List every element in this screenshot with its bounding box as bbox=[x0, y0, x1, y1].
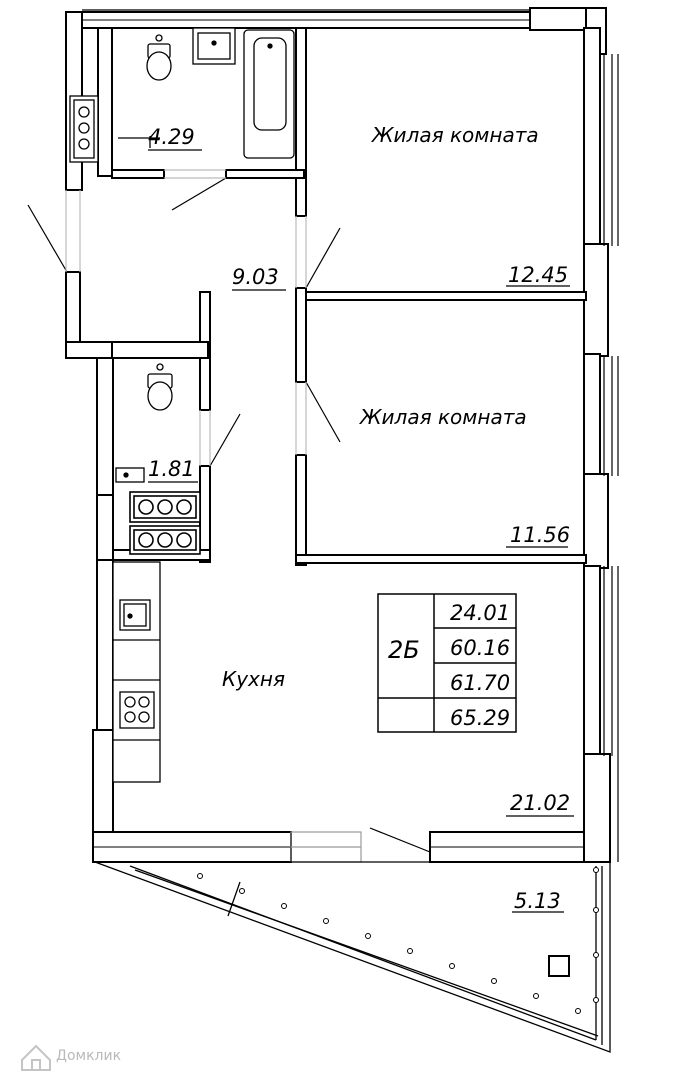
bathroom-toilet-icon bbox=[146, 34, 172, 81]
kitchen-sink-icon bbox=[119, 599, 151, 631]
living-room-2-name: Жилая комната bbox=[358, 405, 527, 429]
toilet-area: 1.81 bbox=[148, 457, 195, 481]
bathroom-area: 4.29 bbox=[148, 125, 195, 149]
balcony-area: 5.13 bbox=[514, 889, 561, 913]
toilet-sink-icon bbox=[115, 467, 145, 483]
summary-table bbox=[377, 593, 517, 733]
summary-value-4: 65.29 bbox=[450, 706, 510, 730]
area-underlines bbox=[148, 149, 574, 913]
living-room-1-area: 12.45 bbox=[508, 263, 568, 287]
washing-machine-icon bbox=[69, 95, 160, 163]
balcony bbox=[94, 861, 611, 1053]
apartment-type: 2Б bbox=[388, 636, 420, 664]
ventilation-shafts bbox=[129, 491, 201, 555]
living-room-2-area: 11.56 bbox=[510, 523, 570, 547]
domclick-logo-icon bbox=[21, 1044, 51, 1071]
right-windows bbox=[82, 9, 619, 862]
bathtub-icon bbox=[243, 29, 295, 159]
living-room-1-name: Жилая комната bbox=[370, 123, 539, 147]
stove-icon bbox=[119, 691, 155, 729]
kitchen-name: Кухня bbox=[222, 667, 285, 691]
summary-value-3: 61.70 bbox=[450, 671, 510, 695]
watermark-text: Домклик bbox=[56, 1048, 121, 1064]
balcony-railing-posts bbox=[197, 867, 599, 1014]
interior-walls bbox=[111, 27, 587, 566]
toilet-icon bbox=[147, 363, 173, 411]
summary-value-2: 60.16 bbox=[450, 636, 510, 660]
summary-value-1: 24.01 bbox=[450, 601, 510, 625]
bathroom-sink-icon bbox=[192, 27, 236, 65]
hall-area: 9.03 bbox=[232, 265, 279, 289]
kitchen-area: 21.02 bbox=[510, 791, 570, 815]
kitchen-counter bbox=[112, 561, 161, 783]
doors bbox=[27, 169, 431, 863]
